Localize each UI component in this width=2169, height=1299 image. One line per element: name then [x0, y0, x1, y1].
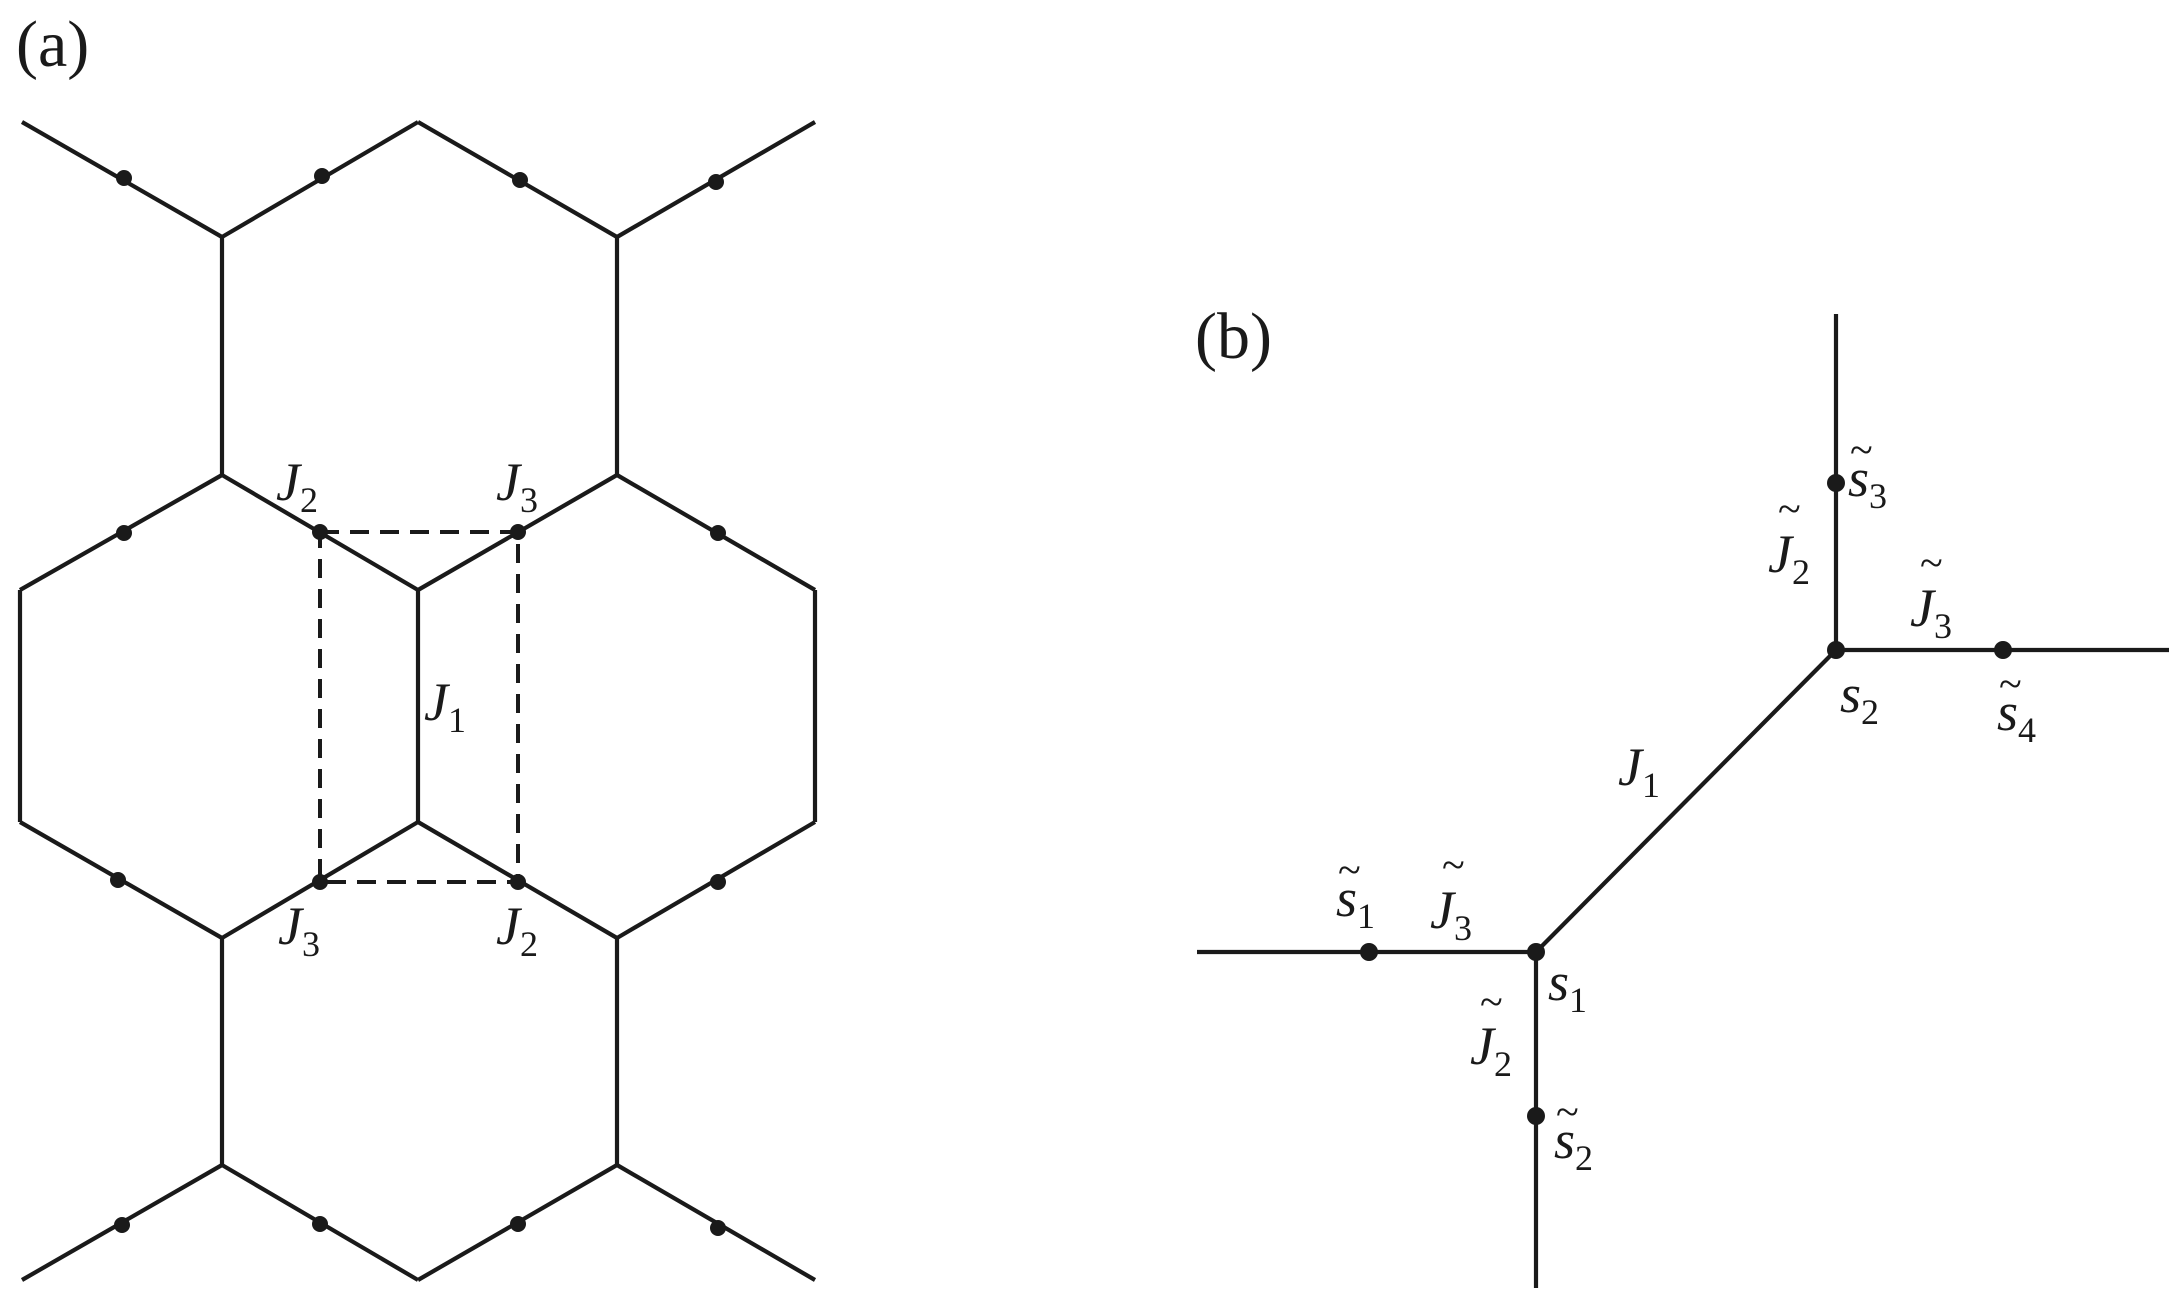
coupling-label-J2: J2: [496, 896, 538, 964]
site-dot: [314, 168, 330, 184]
label-s1-tilde: s1: [1336, 868, 1375, 936]
site-dot: [710, 1220, 726, 1236]
site-dot: [312, 1216, 328, 1232]
site-dot: [510, 1216, 526, 1232]
site-dot: [708, 174, 724, 190]
site-dot: [512, 172, 528, 188]
site-dot: [510, 874, 526, 890]
label-J1: J1: [1618, 737, 1660, 805]
site-s1: [1527, 943, 1545, 961]
site-dot: [114, 1217, 130, 1233]
panel-b-label: (b): [1195, 300, 1272, 373]
label-s2: s2: [1840, 664, 1879, 732]
tilde-mark: ~: [1999, 662, 2022, 708]
site-dot: [710, 525, 726, 541]
label-s1: s1: [1548, 952, 1587, 1020]
tilde-mark: ~: [1556, 1090, 1579, 1136]
site-dot: [110, 872, 126, 888]
tilde-mark: ~: [1338, 848, 1361, 894]
site-dot: [312, 524, 328, 540]
coupling-label-J1: J1: [424, 672, 466, 740]
site-dot: [710, 874, 726, 890]
label-s3-tilde: s3: [1848, 448, 1887, 516]
label-J2-tilde-upper: J2: [1768, 524, 1810, 592]
coupling-label-J3: J3: [496, 452, 538, 520]
tilde-mark: ~: [1442, 843, 1465, 889]
site-s1-tilde: [1360, 943, 1378, 961]
tilde-mark: ~: [1778, 487, 1801, 533]
bond-J1: [1534, 648, 1838, 954]
panel-a-lattice: (a): [16, 8, 818, 1282]
label-J3-tilde-right: J3: [1910, 578, 1952, 646]
label-s2-tilde: s2: [1554, 1110, 1593, 1178]
panel-a-label: (a): [16, 8, 89, 81]
label-s4-tilde: s4: [1997, 682, 2036, 750]
label-J3-tilde-left: J3: [1430, 880, 1472, 948]
label-J2-tilde-lower: J2: [1470, 1016, 1512, 1084]
site-s4-tilde: [1994, 641, 2012, 659]
tilde-mark: ~: [1850, 428, 1873, 474]
coupling-label-J3: J3: [278, 896, 320, 964]
coupling-label-J2: J2: [276, 452, 318, 520]
tilde-mark: ~: [1480, 980, 1503, 1026]
site-dot: [116, 525, 132, 541]
panel-b-cluster: (b) ~ s3 ~ J2 ~ J3 s2 ~ s4 J1 ~ s1 ~ J3: [1195, 300, 2169, 1288]
tilde-mark: ~: [1920, 541, 1943, 587]
site-dot: [116, 170, 132, 186]
unit-cell-outline: [318, 530, 520, 884]
site-s2: [1827, 641, 1845, 659]
site-s3-tilde: [1827, 474, 1845, 492]
site-dot: [312, 874, 328, 890]
site-s2-tilde: [1527, 1107, 1545, 1125]
site-dot: [510, 524, 526, 540]
